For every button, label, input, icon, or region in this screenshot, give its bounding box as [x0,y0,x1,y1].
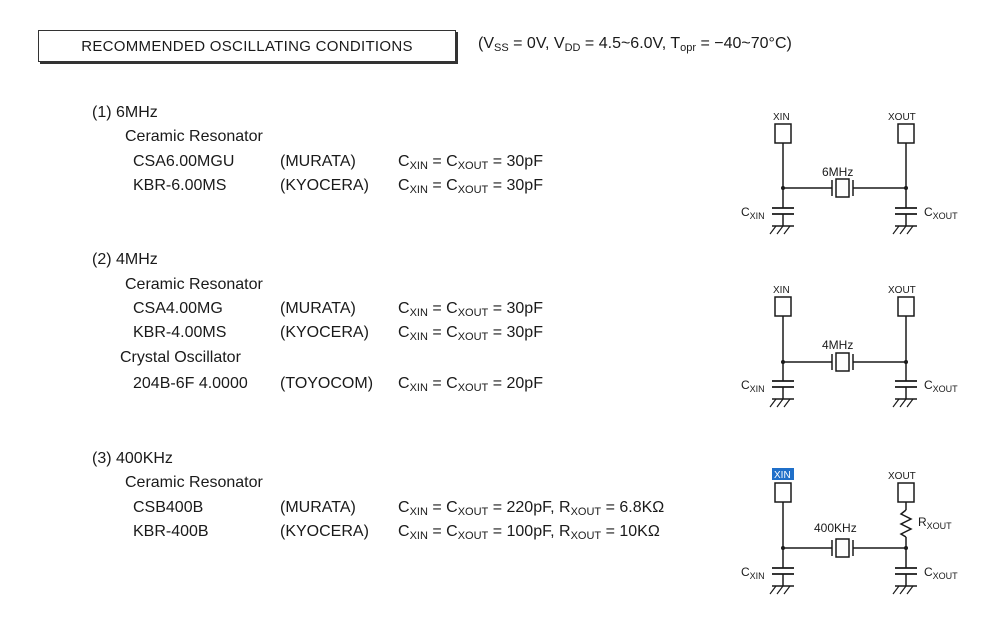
xout-pin [897,296,915,317]
capacitance-resistance-value: CXIN = CXOUT = 220pF, RXOUT = 6.8KΩ [398,499,665,518]
section-heading-400khz: (3) 400KHz [92,450,173,467]
circuit-400khz: XIN XOUT 400KHz RXOUT CXIN CXOUT [741,468,958,595]
xout-pin [897,123,915,144]
capacitance-value: CXIN = CXOUT = 30pF [398,300,543,319]
capacitance-resistance-value: CXIN = CXOUT = 100pF, RXOUT = 10KΩ [398,523,660,542]
capacitance-value: CXIN = CXOUT = 30pF [398,177,543,196]
xin-label: XIN [773,112,790,123]
resonator-symbol [835,538,850,558]
resonator-symbol [835,352,850,372]
xout-label: XOUT [888,112,916,123]
frequency-label: 4MHz [822,338,853,352]
cxout-label: CXOUT [924,378,958,394]
section-title: RECOMMENDED OSCILLATING CONDITIONS [38,30,456,62]
xout-pin [897,482,915,503]
resistor-symbol [899,509,913,538]
circuit-4mhz: XIN XOUT 4MHz CXIN CXOUT [741,285,958,408]
frequency-label: 6MHz [822,165,853,179]
group-label: Crystal Oscillator [120,349,241,366]
manufacturer: (MURATA) [280,300,356,317]
section-heading-4mhz: (2) 4MHz [92,251,158,268]
capacitance-value: CXIN = CXOUT = 20pF [398,375,543,394]
rxout-label: RXOUT [918,515,952,531]
xout-label: XOUT [888,471,916,482]
capacitance-value: CXIN = CXOUT = 30pF [398,153,543,172]
part-number: KBR-400B [133,523,209,540]
part-number: CSB400B [133,499,204,516]
xin-pin [774,296,792,317]
xin-pin [774,123,792,144]
manufacturer: (KYOCERA) [280,177,369,194]
cxin-label: CXIN [741,378,765,394]
xin-pin [774,482,792,503]
group-label: Ceramic Resonator [125,276,263,293]
manufacturer: (TOYOCOM) [280,375,374,392]
manufacturer: (KYOCERA) [280,523,369,540]
capacitance-value: CXIN = CXOUT = 30pF [398,324,543,343]
part-number: CSA6.00MGU [133,153,235,170]
manufacturer: (MURATA) [280,153,356,170]
frequency-label: 400KHz [814,521,857,535]
part-number: CSA4.00MG [133,300,223,317]
cxout-label: CXOUT [924,205,958,221]
group-label: Ceramic Resonator [125,128,263,145]
xin-label: XIN [774,470,791,481]
part-number: KBR-4.00MS [133,324,227,341]
xin-selection-highlight [772,468,794,480]
resonator-symbol [835,178,850,198]
manufacturer: (MURATA) [280,499,356,516]
xout-label: XOUT [888,285,916,296]
cxin-label: CXIN [741,565,765,581]
section-heading-6mhz: (1) 6MHz [92,104,158,121]
circuit-6mhz: XIN XOUT 6MHz CXIN CXOUT [741,112,958,235]
part-number: 204B-6F 4.0000 [133,375,248,392]
part-number: KBR-6.00MS [133,177,227,194]
group-label: Ceramic Resonator [125,474,263,491]
operating-conditions: (VSS = 0V, VDD = 4.5~6.0V, Topr = −40~70… [478,35,792,54]
cxin-label: CXIN [741,205,765,221]
cxout-label: CXOUT [924,565,958,581]
manufacturer: (KYOCERA) [280,324,369,341]
xin-label: XIN [773,285,790,296]
